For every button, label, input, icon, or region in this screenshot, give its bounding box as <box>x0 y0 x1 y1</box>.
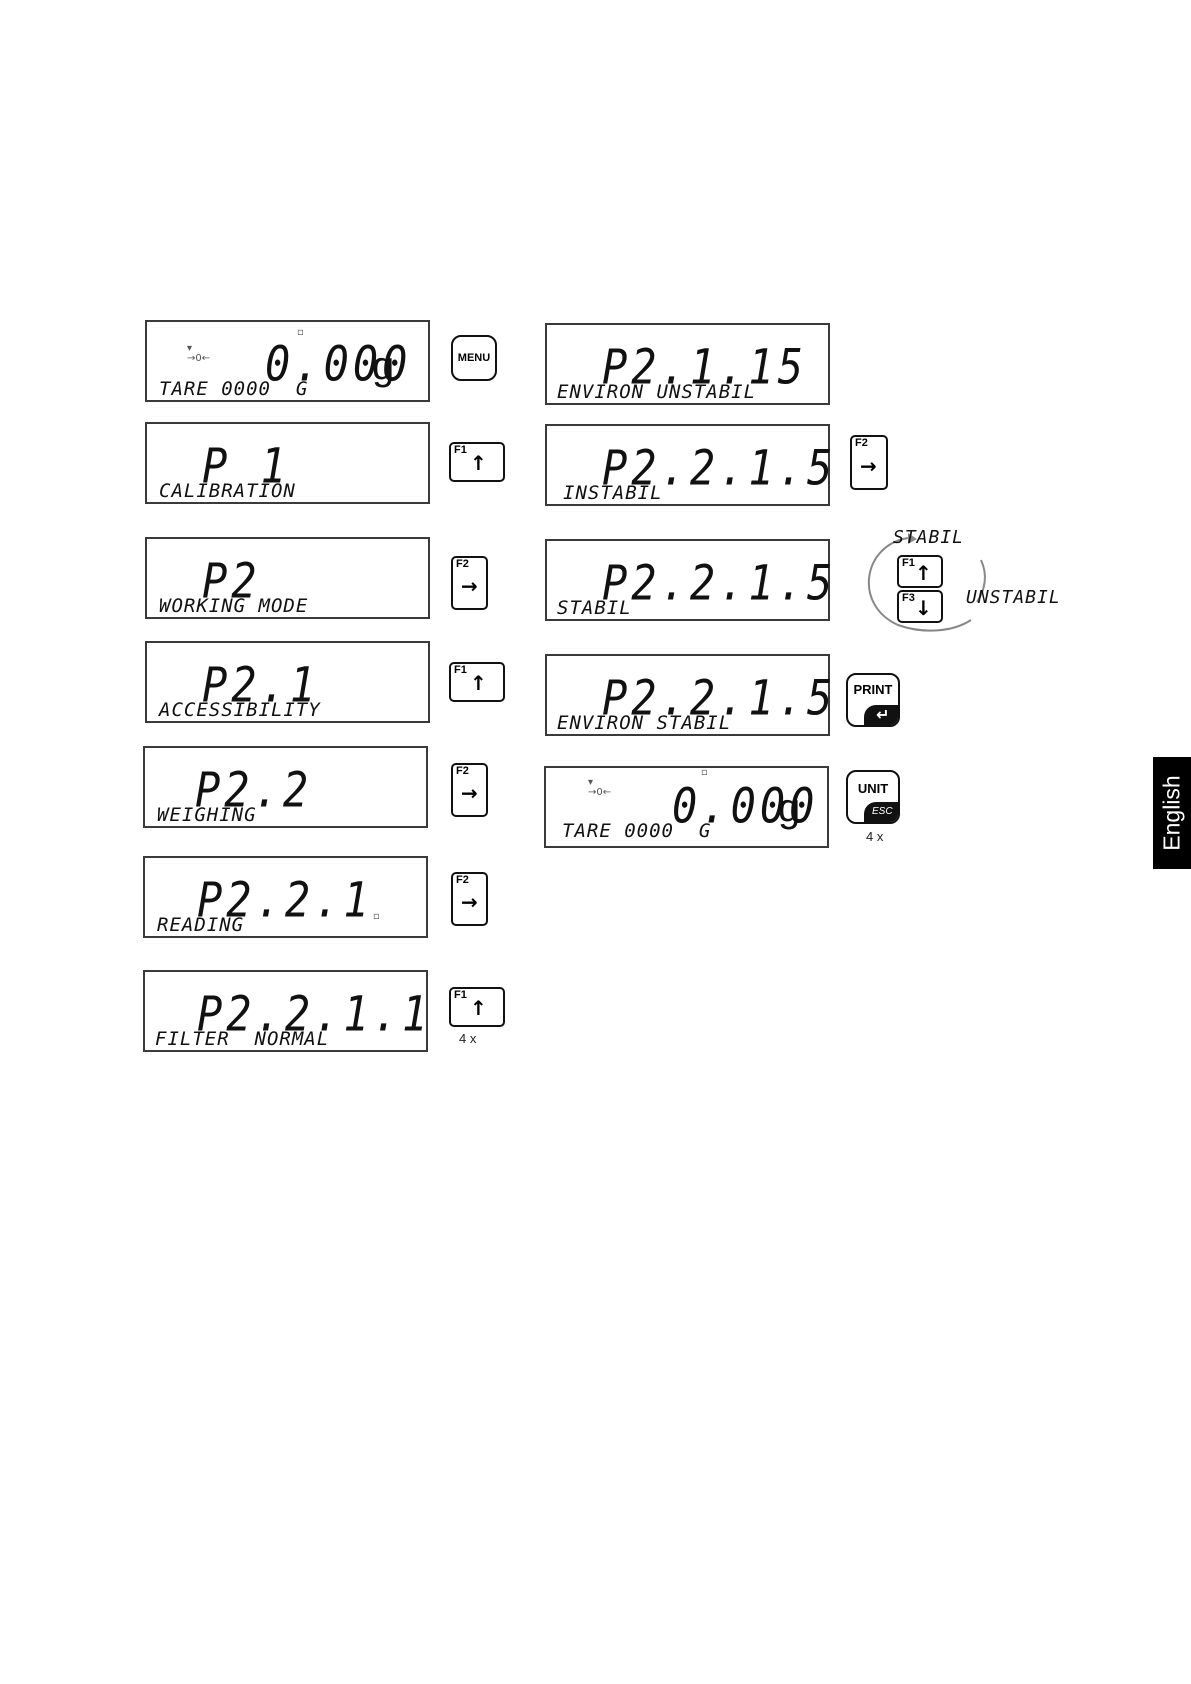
lcd-sub-text: ENVIRON UNSTABIL <box>557 381 757 403</box>
lcd-main-reading: P2 <box>202 552 261 609</box>
lcd-unit: g <box>778 786 801 830</box>
lcd-sub-text: WORKING MODE <box>159 595 309 617</box>
language-tab: English <box>1153 757 1191 869</box>
lcd-main-reading: P2.2.1.5 <box>602 554 837 611</box>
lcd-main-reading: P2.2.1 <box>197 871 373 928</box>
lcd-unit: g <box>372 344 395 388</box>
cycle-arrow-icon <box>867 533 986 632</box>
repeat-count: 4 x <box>459 1031 477 1046</box>
lcd-sub-text: TARE 0000 G <box>562 820 712 842</box>
lcd-sub-text: FILTER NORMAL <box>155 1028 330 1050</box>
lcd-screen-home: ▾→0← ▫ 0.000 g TARE 0000 G <box>145 320 430 402</box>
lcd-main-reading: 0.000 <box>672 777 819 834</box>
lcd-sub-text: CALIBRATION <box>159 480 296 502</box>
lcd-sub-text: TARE 0000 G <box>159 378 309 400</box>
print-enter-button[interactable]: PRINT ↵ <box>846 673 900 727</box>
zero-icon: ▫ <box>373 911 380 922</box>
f2-right-button[interactable]: F2 → <box>451 556 488 610</box>
arrow-up-icon: ↑ <box>915 561 932 585</box>
lcd-sub-text: READING <box>157 914 245 936</box>
lcd-main-reading: P2.2 <box>195 761 313 818</box>
lcd-screen-p2-2-1-5-environ-stabil: P2.2.1.5 ENVIRON STABIL <box>545 654 832 736</box>
lcd-screen-p2-2-1: P2.2.1 ▫ READING <box>143 856 428 938</box>
arrow-right-icon: → <box>461 781 478 805</box>
lcd-main-reading: 0.000 <box>265 335 412 392</box>
f1-up-button[interactable]: F1 ↑ <box>897 555 943 588</box>
arrow-right-icon: → <box>860 454 877 478</box>
f1-up-button[interactable]: F1 ↑ <box>449 662 505 702</box>
arrow-up-icon: ↑ <box>470 671 487 695</box>
enter-icon: ↵ <box>876 705 890 724</box>
lcd-screen-p2-2: P2.2 WEIGHING <box>143 746 428 828</box>
arrow-right-icon: → <box>461 890 478 914</box>
lcd-main-reading: P2.1.15 <box>602 338 808 395</box>
lcd-screen-p2-2-1-1: P2.2.1.1 FILTER NORMAL <box>143 970 428 1052</box>
lcd-sub-text: ACCESSIBILITY <box>159 699 321 721</box>
menu-button[interactable]: MENU <box>451 335 497 381</box>
lcd-main-reading: P2.2.1.5 <box>602 669 837 726</box>
lcd-screen-p2-1: P2.1 ACCESSIBILITY <box>145 641 430 723</box>
lcd-sub-text: STABIL <box>557 597 632 619</box>
cycle-label-unstabil: UNSTABIL <box>966 587 1061 608</box>
zero-icon: ▫ <box>297 327 304 338</box>
lcd-screen-home-return: ▾→0← ▫ 0.000 g TARE 0000 G <box>544 766 829 848</box>
arrow-down-icon: ↓ <box>915 596 932 620</box>
lcd-sub-text: WEIGHING <box>157 804 257 826</box>
f2-right-button[interactable]: F2 → <box>451 872 488 926</box>
lcd-sub-text: ENVIRON STABIL <box>557 712 732 734</box>
lcd-main-reading: P2.1 <box>202 656 320 713</box>
lcd-sub-text: INSTABIL <box>563 482 663 504</box>
esc-key-area: ESC <box>864 802 898 822</box>
lcd-main-reading: P2.2.1.5 <box>602 439 837 496</box>
unit-esc-button[interactable]: UNIT ESC <box>846 770 900 824</box>
repeat-count: 4 x <box>866 829 884 844</box>
f3-down-button[interactable]: F3 ↓ <box>897 590 943 623</box>
cycle-label-stabil: STABIL <box>893 527 965 548</box>
lcd-main-reading: P2.2.1.1 <box>197 985 432 1042</box>
lcd-screen-p2-2-1-5-stabil: P2.2.1.5 STABIL <box>545 539 832 621</box>
arrow-up-icon: ↑ <box>470 451 487 475</box>
lcd-main-reading: P 1 <box>202 437 290 494</box>
lcd-screen-p2-1-15: P2.1.15 ENVIRON UNSTABIL <box>545 323 830 405</box>
f1-up-button[interactable]: F1 ↑ <box>449 442 505 482</box>
f1-up-button[interactable]: F1 ↑ <box>449 987 505 1027</box>
arrow-up-icon: ↑ <box>470 996 487 1020</box>
lcd-screen-p1: P 1 CALIBRATION <box>145 422 430 504</box>
zero-icon: ▫ <box>701 767 708 778</box>
stability-icon: ▾→0← <box>187 343 211 364</box>
f2-right-button[interactable]: F2 → <box>850 435 888 490</box>
lcd-screen-p2: P2 WORKING MODE <box>145 537 430 619</box>
lcd-screen-p2-2-1-5-instabil: P2.2.1.5 INSTABIL <box>545 424 832 506</box>
arrow-right-icon: → <box>461 574 478 598</box>
enter-key-area: ↵ <box>864 705 898 725</box>
f2-right-button[interactable]: F2 → <box>451 763 488 817</box>
stability-icon: ▾→0← <box>588 777 612 798</box>
